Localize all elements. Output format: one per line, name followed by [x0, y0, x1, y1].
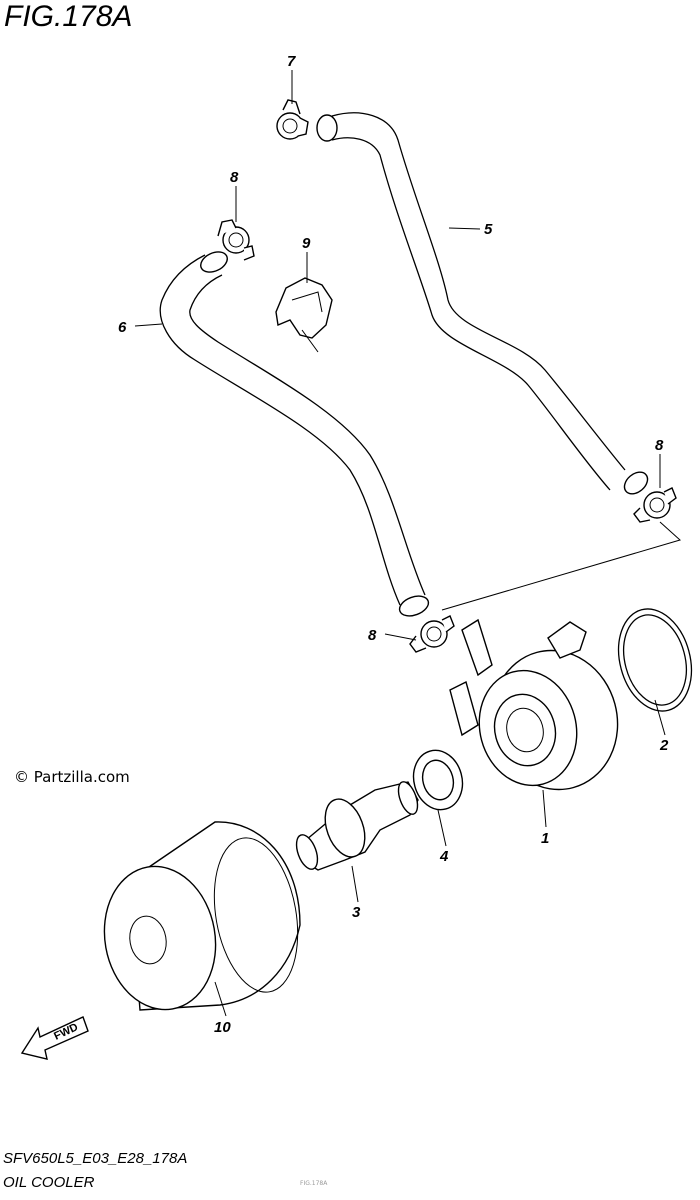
callout-9: 9	[302, 235, 311, 252]
hose-6[interactable]	[159, 248, 431, 620]
callout-10: 10	[214, 1019, 231, 1036]
oil-filter-10[interactable]	[93, 821, 309, 1019]
washer-4[interactable]	[407, 745, 469, 815]
oil-cooler-1[interactable]	[449, 618, 633, 804]
leader-lines	[134, 70, 666, 1017]
connection-line	[441, 521, 681, 611]
clamp-7[interactable]	[276, 99, 309, 140]
clamp-8-top[interactable]	[217, 219, 255, 261]
callout-8-top: 8	[230, 169, 239, 186]
watermark: © Partzilla.com	[14, 768, 130, 786]
o-ring-2[interactable]	[608, 601, 700, 720]
drawing-code: SFV650L5_E03_E28_178A	[3, 1150, 188, 1167]
hose-5[interactable]	[316, 112, 652, 498]
clamp-8-mid[interactable]	[409, 615, 455, 653]
callout-2: 2	[659, 737, 669, 754]
figure-title: FIG.178A	[4, 0, 133, 33]
fwd-arrow: FWD	[20, 1016, 89, 1060]
diagram-caption: OIL COOLER	[3, 1174, 95, 1191]
callout-8-right: 8	[655, 437, 664, 454]
bolt-3[interactable]	[292, 779, 421, 872]
callout-8-mid: 8	[368, 627, 377, 644]
callout-3: 3	[352, 904, 361, 921]
callout-7: 7	[287, 53, 296, 70]
callout-6: 6	[118, 319, 127, 336]
callout-4: 4	[439, 848, 449, 865]
faint-footer-text: FIG.178A	[300, 1180, 328, 1187]
clip-9[interactable]	[275, 277, 333, 353]
callout-5: 5	[484, 221, 493, 238]
clamp-8-right[interactable]	[633, 487, 677, 523]
callout-1: 1	[541, 830, 549, 847]
